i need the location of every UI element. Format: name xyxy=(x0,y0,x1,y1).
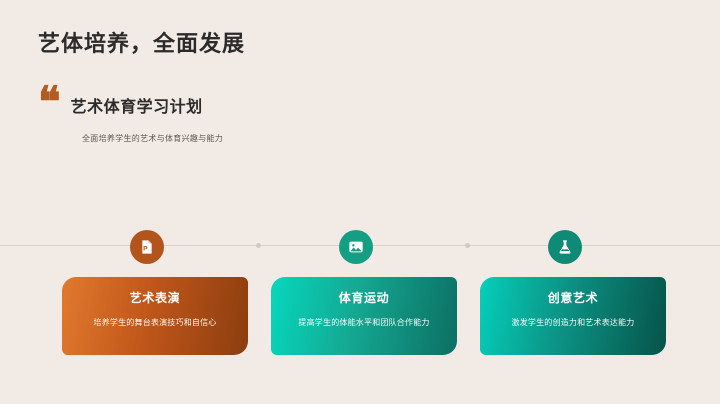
flask-beaker-icon xyxy=(557,239,573,255)
quote-heading: 艺术体育学习计划 xyxy=(70,99,203,116)
category-card-creative-art[interactable]: 创意艺术 激发学生的创造力和艺术表达能力 xyxy=(480,277,666,355)
timeline-marker-2[interactable] xyxy=(339,230,373,264)
quote-block: ❝ 艺术体育学习计划 xyxy=(38,80,203,126)
quote-mark-icon: ❝ xyxy=(38,80,61,126)
card-title: 创意艺术 xyxy=(547,291,599,305)
card-title: 体育运动 xyxy=(338,291,390,305)
timeline-dot-2 xyxy=(465,243,470,248)
powerpoint-file-icon: P xyxy=(139,239,155,255)
category-card-art-performance[interactable]: 艺术表演 培养学生的舞台表演技巧和自信心 xyxy=(62,277,248,355)
quote-subtitle: 全面培养学生的艺术与体育兴趣与能力 xyxy=(82,134,224,143)
image-photo-icon xyxy=(348,239,364,255)
card-description: 激发学生的创造力和艺术表达能力 xyxy=(511,318,635,327)
category-card-sports[interactable]: 体育运动 提高学生的体能水平和团队合作能力 xyxy=(271,277,457,355)
card-description: 培养学生的舞台表演技巧和自信心 xyxy=(93,318,217,327)
card-description: 提高学生的体能水平和团队合作能力 xyxy=(298,318,430,327)
timeline-dot-1 xyxy=(256,243,261,248)
timeline-marker-1[interactable]: P xyxy=(130,230,164,264)
timeline-marker-3[interactable] xyxy=(548,230,582,264)
page-title: 艺体培养，全面发展 xyxy=(38,31,246,56)
svg-text:P: P xyxy=(143,245,148,252)
card-title: 艺术表演 xyxy=(129,291,181,305)
